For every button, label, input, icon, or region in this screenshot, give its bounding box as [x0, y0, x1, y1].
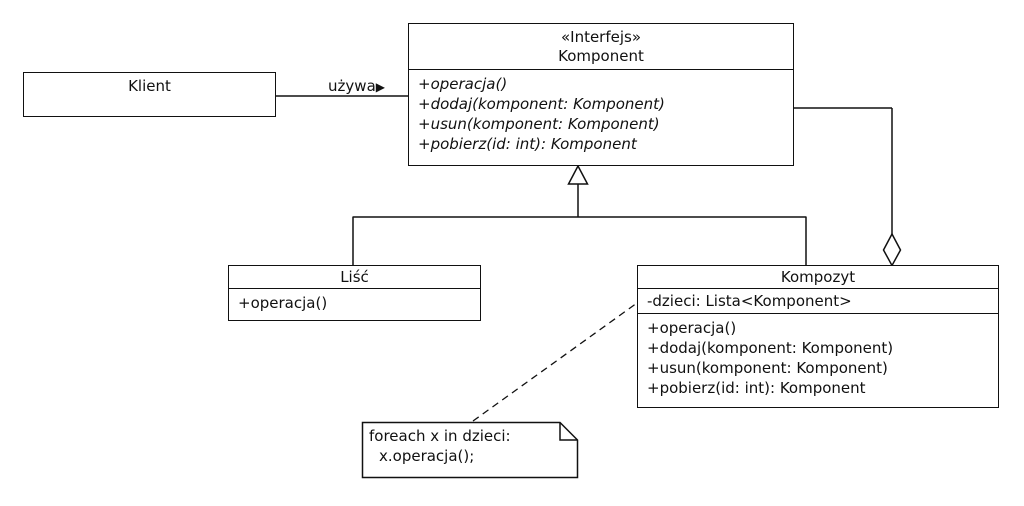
class-name-klient: Klient [128, 77, 171, 95]
stereotype-label: «Interfejs» [560, 28, 642, 46]
association-direction-arrow-icon: ▶ [375, 80, 385, 94]
attribute-compartment-kompozyt: -dzieci: Lista<Komponent> [638, 289, 998, 314]
method-item: +pobierz(id: int): Komponent [418, 135, 637, 153]
class-box-kompozyt: Kompozyt -dzieci: Lista<Komponent> +oper… [637, 265, 999, 408]
class-name-komponent: Komponent [558, 47, 644, 65]
class-box-lisc: Liść +operacja() [228, 265, 481, 321]
note-anchor-dashed-line [472, 302, 638, 422]
method-item: +operacja() [238, 294, 328, 312]
method-item: +dodaj(komponent: Komponent) [418, 95, 665, 113]
method-item: +pobierz(id: int): Komponent [647, 379, 866, 397]
method-item: +usun(komponent: Komponent) [647, 359, 888, 377]
method-compartment-komponent: +operacja() +dodaj(komponent: Komponent)… [409, 70, 793, 154]
class-box-komponent: «Interfejs» Komponent +operacja() +dodaj… [408, 23, 794, 166]
note-shape [361, 421, 579, 479]
note-fold-icon [559, 422, 578, 441]
note-line: foreach x in dzieci: [369, 427, 511, 445]
note-line: x.operacja(); [379, 447, 475, 465]
class-name-lisc: Liść [229, 266, 480, 289]
association-label-text: używa [328, 77, 376, 95]
aggregation-diamond-icon [882, 232, 902, 268]
attribute-item: -dzieci: Lista<Komponent> [647, 292, 852, 310]
method-item: +operacja() [418, 75, 508, 93]
class-box-klient: Klient [23, 72, 276, 117]
method-item: +dodaj(komponent: Komponent) [647, 339, 894, 357]
note-text: foreach x in dzieci: x.operacja(); [369, 426, 511, 466]
generalization-arrowhead-icon [567, 164, 589, 185]
method-item: +usun(komponent: Komponent) [418, 115, 660, 133]
association-label-uzywa: używa▶ [278, 78, 385, 95]
class-name-kompozyt: Kompozyt [638, 266, 998, 289]
method-compartment-kompozyt: +operacja() +dodaj(komponent: Komponent)… [638, 314, 998, 398]
method-compartment-lisc: +operacja() [229, 289, 480, 313]
method-item: +operacja() [647, 319, 737, 337]
class-header-komponent: «Interfejs» Komponent [409, 24, 793, 70]
